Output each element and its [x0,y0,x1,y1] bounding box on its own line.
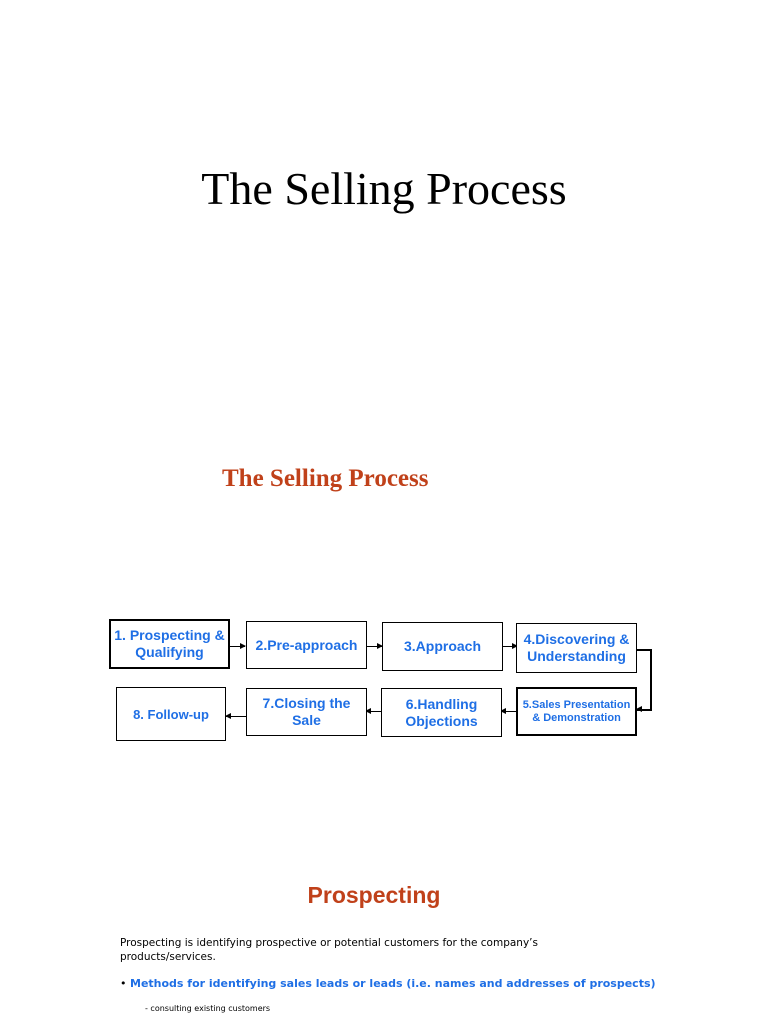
arrow-1-2 [230,643,246,649]
prospecting-definition: Prospecting is identifying prospective o… [120,937,538,963]
step-8-follow-up: 8. Follow-up [116,687,226,741]
step-1-prospecting: 1. Prospecting & Qualifying [109,619,230,669]
prospecting-title: Prospecting [307,882,441,908]
step-7-closing: 7.Closing the Sale [246,688,367,736]
diagram-title: The Selling Process [222,465,429,492]
step-5-sales-presentation: 5.Sales Presentation & Demonstration [516,687,637,736]
sub-item-consulting: - consulting existing customers [145,1004,271,1013]
methods-bullet-row: • Methods for identifying sales leads or… [120,977,656,990]
arrowhead-4-5 [636,706,642,712]
methods-bullet: Methods for identifying sales leads or l… [130,977,656,990]
arrow-5-6 [500,708,516,714]
slide-title: The Selling Process [201,163,567,214]
connector-4-5 [637,649,652,711]
arrow-7-8 [225,713,246,719]
step-6-handling-objections: 6.Handling Objections [381,688,502,737]
arrow-3-4 [503,643,518,649]
step-4-discovering: 4.Discovering & Understanding [516,623,637,673]
bullet-marker: • [120,977,127,990]
arrow-6-7 [365,708,381,714]
arrow-2-3 [367,643,383,649]
step-2-pre-approach: 2.Pre-approach [246,621,367,669]
step-3-approach: 3.Approach [382,622,503,671]
